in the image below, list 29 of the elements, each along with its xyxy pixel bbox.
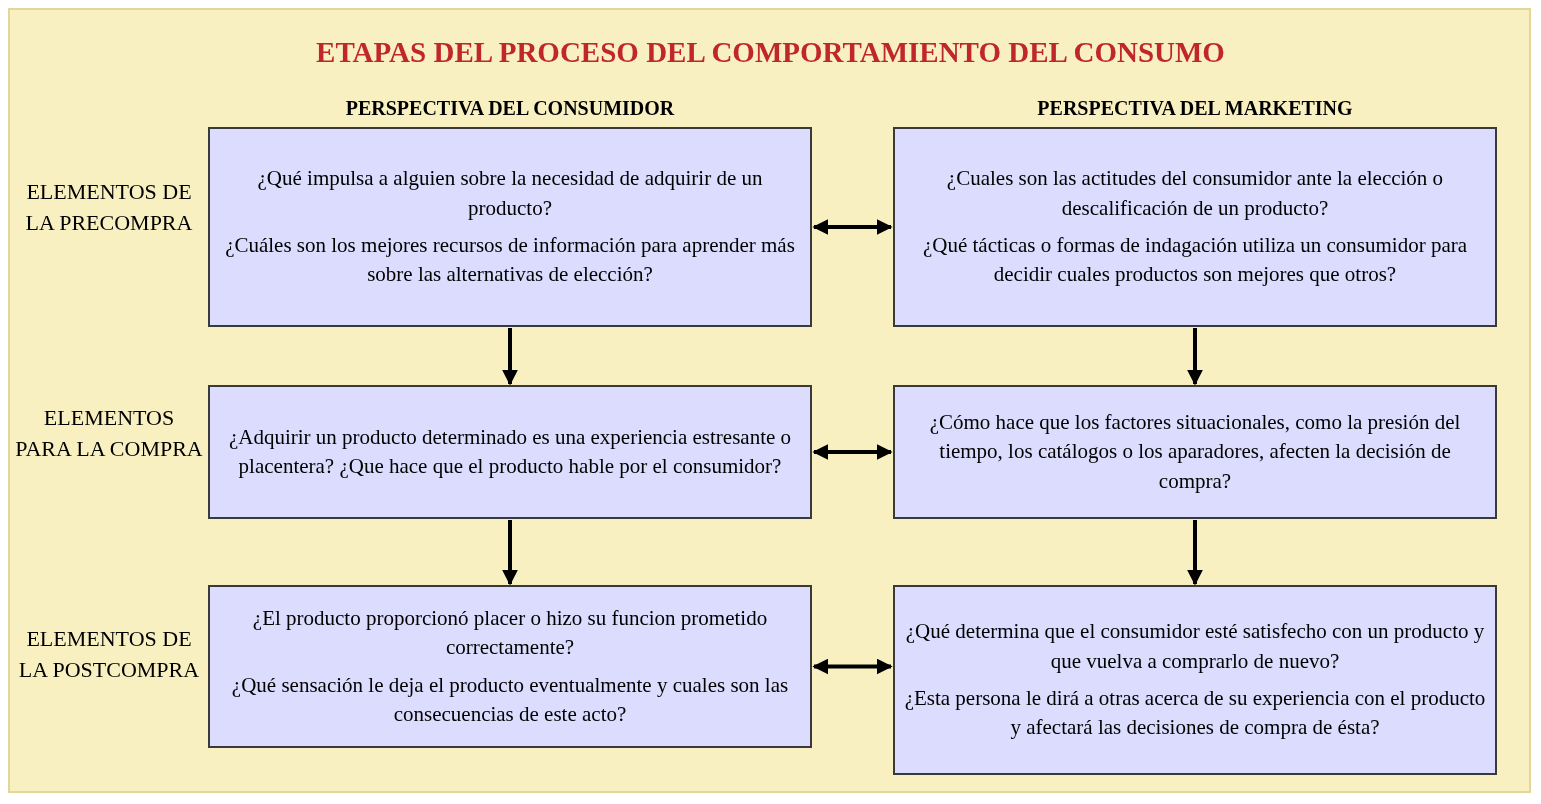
arrow xyxy=(812,444,893,460)
arrow xyxy=(502,520,518,586)
arrow xyxy=(812,658,893,675)
arrow xyxy=(502,328,518,386)
arrow xyxy=(1187,328,1203,386)
question-text: ¿Esta persona le dirá a otras acerca de su experiencia con el producto y afectará las decisiones de compra de ésta? xyxy=(903,685,1487,742)
column-header: PERSPECTIVA DEL CONSUMIDOR xyxy=(344,97,676,120)
row-label: ELEMENTOS PARA LA COMPRA xyxy=(14,404,204,463)
question-text: ¿Adquirir un producto determinado es una experiencia estresante o placentera? ¿Que hace que el producto hable por el consumidor? xyxy=(227,423,793,480)
question-text: ¿Cuales son las actitudes del consumidor ante la elección o descalificación de un producto? xyxy=(945,165,1445,222)
row-label: ELEMENTOS DE LA POSTCOMPRA xyxy=(17,625,201,684)
question-text: ¿El producto proporcionó placer o hizo su funcion prometido correctamente? xyxy=(251,604,769,662)
column-header: PERSPECTIVA DEL MARKETING xyxy=(1036,97,1354,120)
question-box xyxy=(893,585,1497,775)
diagram-title: ETAPAS DEL PROCESO DEL COMPORTAMIENTO DEL CONSUMO xyxy=(315,36,1226,69)
question-text: ¿Qué tácticas o formas de indagación utiliza un consumidor para decidir cuales productos son mejores que otros? xyxy=(921,232,1469,289)
row-label: ELEMENTOS DE LA PRECOMPRA xyxy=(24,178,194,237)
question-box xyxy=(893,127,1497,327)
question-text: ¿Qué determina que el consumidor esté satisfecho con un producto y que vuelva a comprarlo de nuevo? xyxy=(904,618,1486,675)
question-box xyxy=(893,385,1497,519)
arrow xyxy=(1187,520,1203,586)
question-text: ¿Qué impulsa a alguien sobre la necesidad de adquirir de un producto? xyxy=(256,165,764,222)
question-box xyxy=(208,385,812,519)
question-text: ¿Cómo hace que los factores situacionales, como la presión del tiempo, los catálogos o los aparadores, afecten la decisión de compra? xyxy=(928,408,1462,495)
question-text: ¿Cuáles son los mejores recursos de información para aprender más sobre las alternativas de elección? xyxy=(224,232,796,289)
arrow xyxy=(812,219,893,235)
question-text: ¿Qué sensación le deja el producto eventualmente y cuales son las consecuencias de este acto? xyxy=(230,671,790,728)
question-box xyxy=(208,585,812,748)
question-box xyxy=(208,127,812,327)
